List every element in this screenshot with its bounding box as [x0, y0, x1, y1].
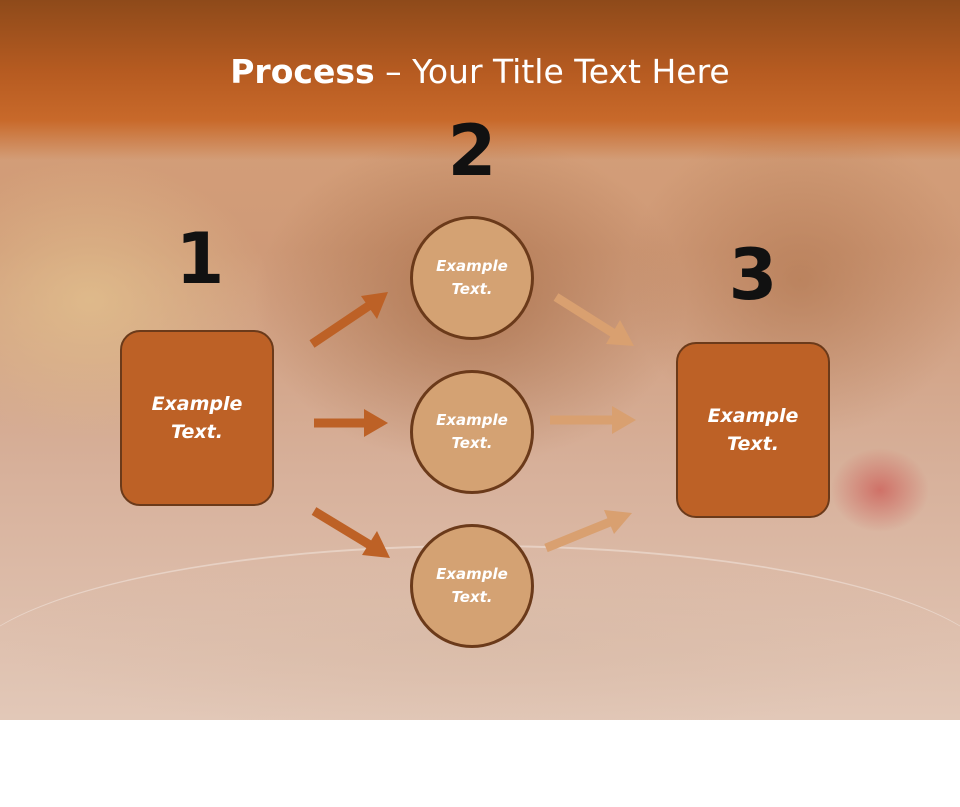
step-number-3: 3	[728, 234, 778, 316]
step-1-text: Example Text.	[151, 392, 243, 444]
title-bold: Process	[230, 52, 375, 91]
step-1-box[interactable]: Example Text.	[120, 330, 274, 506]
circle-middle[interactable]: Example Text.	[410, 370, 534, 494]
arrow-to-circle-bottom	[311, 507, 390, 558]
title-banner	[0, 0, 960, 160]
arrows-layer	[309, 292, 636, 558]
slide-title[interactable]: Process – Your Title Text Here	[0, 52, 960, 91]
circle-bottom-text: Example Text.	[436, 564, 508, 606]
arrow-from-circle-middle	[550, 406, 636, 434]
arrow-from-circle-top	[553, 293, 634, 346]
title-rest: – Your Title Text Here	[374, 52, 730, 91]
circle-top-text: Example Text.	[436, 256, 508, 298]
step-3-text: Example Text.	[707, 404, 799, 456]
circle-top[interactable]: Example Text.	[410, 216, 534, 340]
arrow-to-circle-top	[309, 292, 388, 348]
circle-middle-text: Example Text.	[436, 410, 508, 452]
arrow-from-circle-bottom	[544, 510, 632, 553]
step-number-1: 1	[175, 218, 225, 300]
circle-bottom[interactable]: Example Text.	[410, 524, 534, 648]
step-number-2: 2	[447, 110, 497, 192]
arrow-to-circle-middle	[314, 409, 388, 437]
step-3-box[interactable]: Example Text.	[676, 342, 830, 518]
